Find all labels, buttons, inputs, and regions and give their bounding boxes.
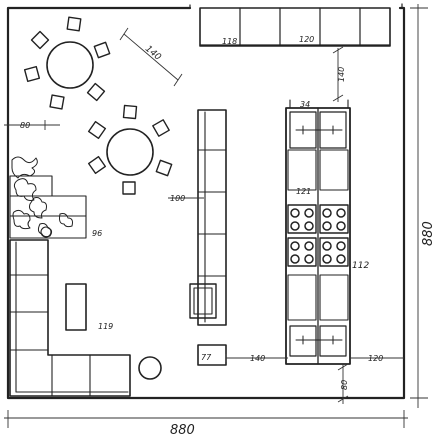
dim-label-77: 77 [201, 353, 212, 362]
dim-label-34: 34 [300, 100, 310, 109]
burner-block-top [287, 204, 349, 234]
cooking-island: 34 121 112 [285, 99, 369, 365]
dim-label-118: 118 [222, 37, 237, 46]
work-table-119: 119 [65, 283, 113, 331]
dim-label-96: 96 [92, 229, 102, 238]
l-counter [9, 239, 131, 397]
dim-label-119: 119 [98, 322, 113, 331]
counter-end: 77 [197, 344, 227, 366]
dimension-overall-height: 880 [410, 4, 436, 408]
burner-block-bottom [287, 237, 349, 267]
dim-label-120-top: 120 [299, 35, 314, 44]
round-table-2 [87, 104, 173, 195]
dimension-140-right: 140 [332, 46, 346, 102]
outer-walls [6, 3, 406, 400]
dim-label-140-diag: 140 [143, 44, 163, 63]
dim-label-80-bottom: 80 [340, 380, 349, 390]
round-table-1 [23, 16, 111, 110]
dimension-overall-width: 880 [4, 410, 408, 438]
table-2-chairs [87, 104, 173, 195]
dim-label-112: 112 [352, 261, 369, 271]
dim-label-100: 100 [170, 194, 185, 203]
top-counter: 118 120 [199, 7, 391, 47]
center-counter: 100 [168, 109, 227, 326]
dimension-chain-bottom: 140 120 80 [225, 354, 404, 404]
center-sink [189, 283, 217, 319]
overall-width-label: 880 [170, 423, 195, 438]
dim-label-120-bottom: 120 [368, 354, 383, 363]
dimension-diagonal-140: 140 [119, 27, 183, 87]
dim-label-140-right: 140 [337, 67, 346, 82]
dim-label-121: 121 [296, 187, 311, 196]
table-1-chairs [23, 16, 111, 110]
dimension-80-left: 80 [4, 120, 60, 130]
top-units: 34 [289, 99, 349, 149]
dim-label-140-bottom: 140 [250, 354, 265, 363]
overall-height-label: 880 [421, 221, 436, 246]
planter-decoration: 96 [9, 156, 102, 239]
round-bin [138, 356, 162, 380]
bottom-units [289, 325, 347, 357]
dim-label-80-left: 80 [20, 121, 30, 130]
